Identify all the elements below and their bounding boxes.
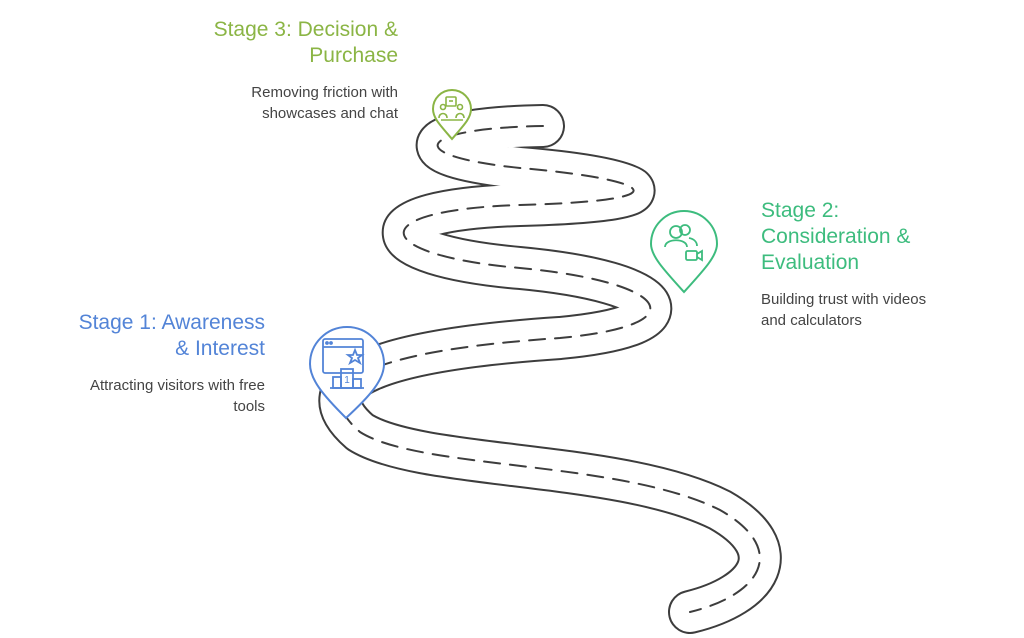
stage3-desc-line2: showcases and chat — [262, 105, 398, 122]
stage1-title-line1: Stage 1: Awareness — [78, 311, 265, 334]
podium-number: 1 — [344, 375, 350, 386]
stage2-desc-line2: and calculators — [761, 312, 862, 329]
stage2-description: Building trust with videos and calculato… — [761, 289, 1001, 331]
stage2-title-line2: Consideration & — [761, 225, 911, 248]
stage2-desc-line1: Building trust with videos — [761, 291, 927, 308]
stage2-title-line3: Evaluation — [761, 251, 860, 274]
stage1-description: Attracting visitors with free tools — [44, 375, 265, 417]
stage3-title: Stage 3: Decision & Purchase — [196, 17, 398, 69]
stage1-block: Stage 1: Awareness & Interest Attracting… — [44, 310, 265, 417]
stage3-title-line2: Purchase — [309, 44, 398, 67]
stage1-desc-line2: tools — [233, 398, 265, 415]
stage1-title-line2: & Interest — [175, 337, 265, 360]
browser-star-podium-icon — [322, 338, 365, 389]
stage3-desc-line1: Removing friction with — [251, 84, 398, 101]
stage3-description: Removing friction with showcases and cha… — [196, 82, 398, 124]
stage3-block: Stage 3: Decision & Purchase Removing fr… — [196, 17, 398, 124]
road-center-line — [339, 125, 761, 613]
users-video-icon — [664, 224, 703, 262]
stage3-title-line1: Stage 3: Decision & — [213, 18, 398, 41]
stage1-desc-line1: Attracting visitors with free — [89, 377, 265, 394]
stage1-title: Stage 1: Awareness & Interest — [44, 310, 265, 362]
stage2-title-line1: Stage 2: — [761, 199, 840, 222]
showcase-chat-icon — [438, 96, 465, 121]
stage2-block: Stage 2: Consideration & Evaluation Buil… — [761, 198, 1001, 331]
stage2-title: Stage 2: Consideration & Evaluation — [761, 198, 1001, 276]
